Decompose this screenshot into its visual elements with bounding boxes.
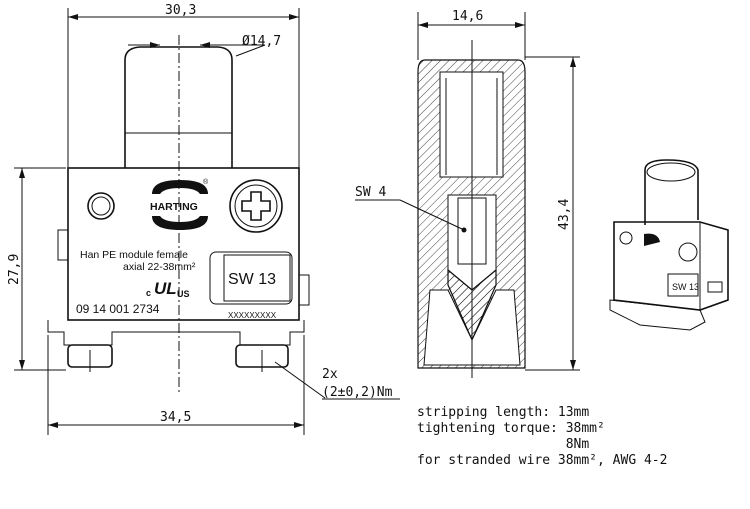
cert-us: US <box>177 289 190 299</box>
dim-diameter: Ø14,7 <box>242 34 281 49</box>
torque-value: (2±0,2)Nm <box>322 385 393 400</box>
dim-height-left: 27,9 <box>7 254 22 285</box>
harting-logo: HARTING ® <box>150 178 209 230</box>
cert-c: c <box>146 288 151 298</box>
svg-text:HARTING: HARTING <box>150 201 198 213</box>
photo-sw13-label: SW 13 <box>672 282 699 292</box>
part-number: 09 14 001 2734 <box>76 302 160 316</box>
note-tightening-torque: tightening torque: 38mm² <box>417 421 605 436</box>
torque-count: 2x <box>322 367 338 382</box>
note-stripping-length: stripping length: 13mm <box>417 405 590 420</box>
svg-text:®: ® <box>203 178 209 186</box>
dim-side-height: 43,4 <box>557 199 572 230</box>
sw4-label: SW 4 <box>355 185 386 200</box>
ul-mark: UL <box>154 279 177 298</box>
note-wire-spec: for stranded wire 38mm², AWG 4-2 <box>417 453 668 468</box>
product-spec: axial 22-38mm² <box>123 261 196 273</box>
serial-number: XXXXXXXXX <box>228 311 277 320</box>
dim-width-top: 30,3 <box>165 3 196 18</box>
product-illustration: SW 13 <box>609 159 729 331</box>
front-view: 30,3 Ø14,7 HARTING ® Han PE module femal… <box>7 3 400 435</box>
dim-width-bottom: 34,5 <box>160 410 191 425</box>
product-name: Han PE module female <box>80 249 188 261</box>
note-torque-value: 8Nm <box>417 437 590 452</box>
sw13-label: SW 13 <box>228 271 276 288</box>
dim-side-width: 14,6 <box>452 9 483 24</box>
section-view: 14,6 43,4 SW 4 <box>355 9 580 378</box>
